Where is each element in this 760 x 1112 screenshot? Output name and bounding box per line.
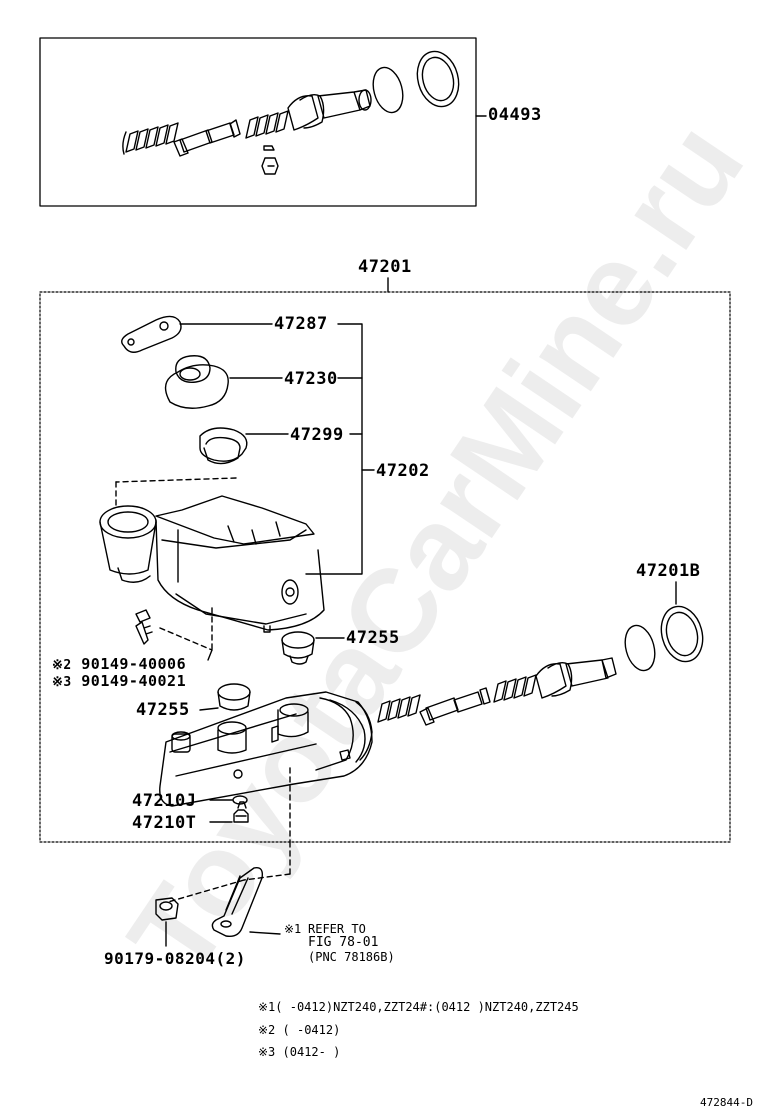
drawing-code: 472844-D	[700, 1096, 753, 1109]
kit-piston-assembly	[122, 50, 460, 175]
note-3-mark: ※3	[258, 1045, 276, 1059]
note-3: ※3 (0412- )	[258, 1045, 340, 1059]
note-1-text: ( -0412)NZT240,ZZT24#:(0412 )NZT240,ZZT2…	[275, 1000, 579, 1014]
assembly-box-frame	[39, 291, 731, 843]
label-47299: 47299	[290, 425, 344, 445]
note-3-text: (0412- )	[282, 1045, 341, 1059]
piston-set	[377, 605, 704, 726]
leader-47202-bracket	[305, 323, 363, 575]
refer-line-1: REFER TO	[308, 922, 366, 936]
gasket-47287	[121, 315, 182, 353]
label-47202: 47202	[376, 461, 430, 481]
master-cylinder	[159, 691, 373, 807]
label-47210T: 47210T	[132, 813, 197, 833]
refer-line-2: FIG 78-01	[308, 935, 379, 950]
bolt-2-number: 90149-40006	[81, 655, 187, 673]
note-1-mark: ※1	[258, 1000, 276, 1014]
bolt-3-number: 90149-40021	[81, 672, 187, 690]
grommet-47255-lower	[217, 683, 251, 711]
label-04493: 04493	[488, 105, 542, 125]
label-47201: 47201	[358, 257, 412, 277]
bolt-90149	[135, 609, 153, 645]
bracket	[211, 867, 264, 938]
kit-box-frame	[39, 37, 477, 207]
label-bolt-2: ※2 90149-40006	[52, 655, 186, 675]
refer-mark: ※1	[284, 922, 302, 936]
label-47201B: 47201B	[636, 561, 701, 581]
label-90179: 90179-08204(2)	[104, 949, 246, 968]
reservoir-47202	[99, 477, 325, 633]
mark-2: ※2	[52, 658, 72, 673]
refer-line-3: (PNC 78186B)	[308, 950, 395, 964]
refer-block: ※1	[284, 922, 301, 936]
strainer-47299	[199, 427, 248, 465]
label-bolt-3: ※3 90149-40021	[52, 672, 186, 692]
bleeder-47210T	[233, 801, 249, 823]
nut-90179	[155, 897, 179, 921]
label-47230: 47230	[284, 369, 338, 389]
leader-47255-lower	[199, 707, 219, 711]
label-47255-upper: 47255	[346, 628, 400, 648]
label-47255-lower: 47255	[136, 700, 190, 720]
label-47210J: 47210J	[132, 791, 197, 811]
mark-3: ※3	[52, 675, 72, 690]
cap-47230	[164, 355, 229, 409]
note-2: ※2 ( -0412)	[258, 1023, 340, 1037]
note-2-mark: ※2	[258, 1023, 276, 1037]
label-47287: 47287	[274, 314, 328, 334]
note-2-text: ( -0412)	[282, 1023, 341, 1037]
grommet-47255-upper	[281, 631, 315, 665]
note-1: ※1( -0412)NZT240,ZZT24#:(0412 )NZT240,ZZ…	[258, 1000, 579, 1014]
